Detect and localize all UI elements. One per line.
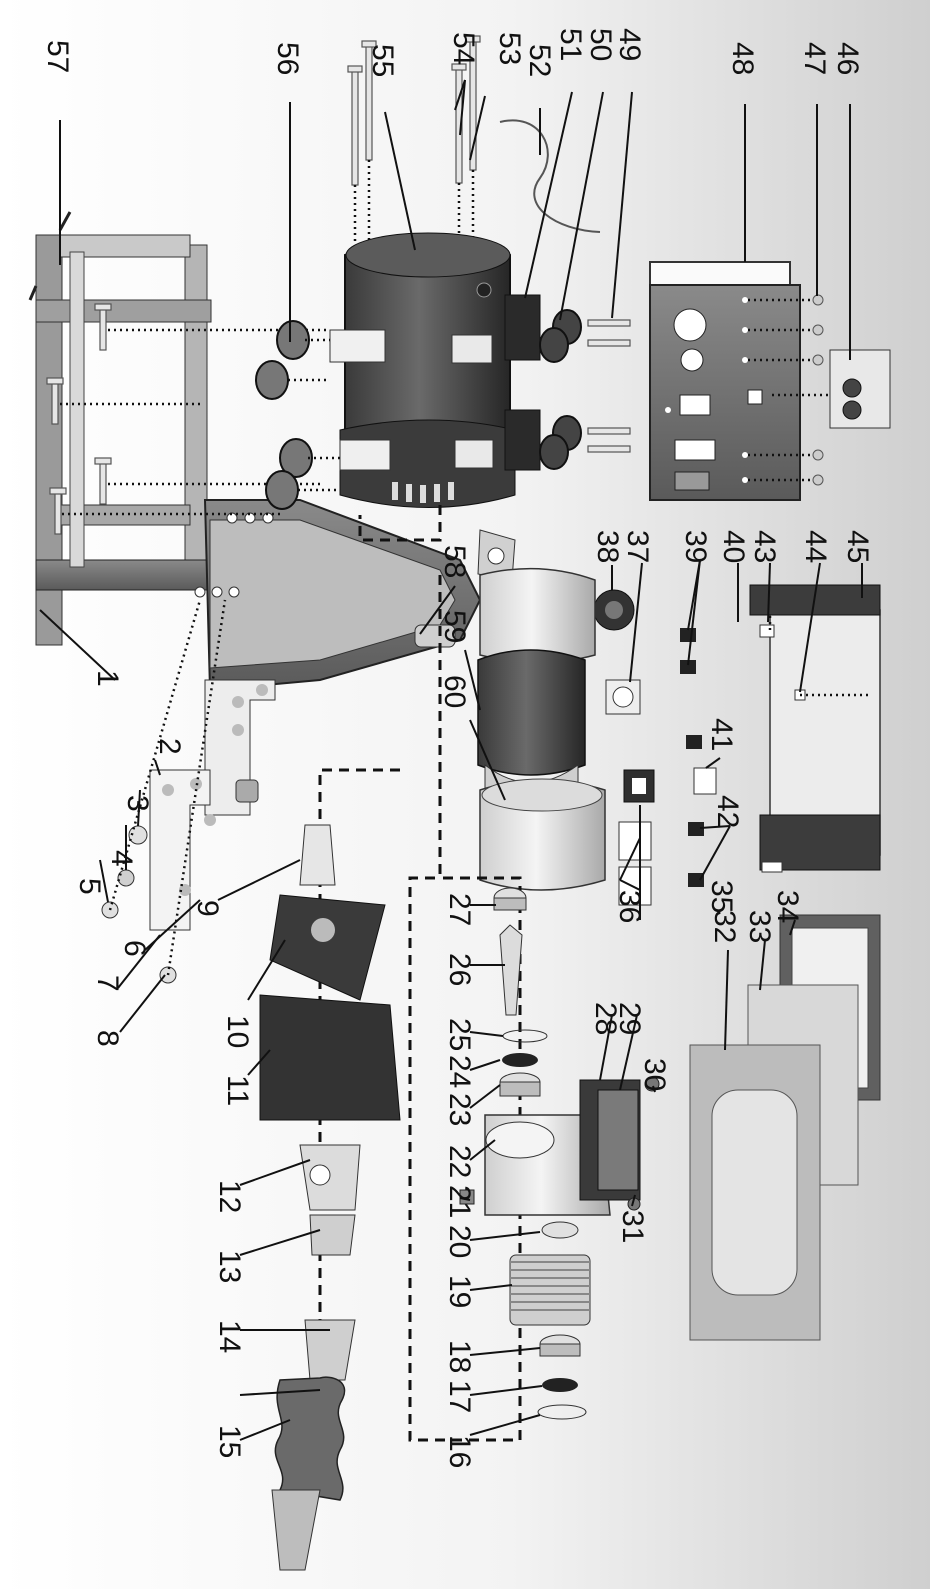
label-44: 44 (799, 530, 832, 563)
frame (28, 211, 516, 692)
alternator-parts (414, 567, 606, 891)
label-56: 56 (271, 42, 304, 75)
label-40: 40 (717, 530, 750, 563)
label-3: 3 (121, 795, 154, 812)
label-22: 22 (443, 1145, 476, 1178)
label-31: 31 (616, 1210, 649, 1243)
panel-components (593, 584, 881, 906)
label-53: 53 (493, 32, 526, 65)
label-33: 33 (743, 910, 776, 943)
label-58: 58 (438, 545, 471, 578)
label-12: 12 (213, 1180, 246, 1213)
label-46: 46 (831, 42, 864, 75)
label-45: 45 (841, 530, 874, 563)
label-35: 35 (705, 880, 738, 913)
label-47: 47 (798, 42, 831, 75)
mounting-brackets (329, 294, 541, 471)
gear-train (459, 887, 660, 1420)
assembly-dashed-line (358, 505, 522, 1442)
label-18: 18 (443, 1340, 476, 1373)
label-43: 43 (748, 530, 781, 563)
label-51: 51 (554, 28, 587, 61)
label-7: 7 (91, 975, 124, 992)
label-4: 4 (105, 850, 138, 867)
leader-lines (39, 79, 863, 1441)
label-6: 6 (118, 940, 151, 957)
linkage-parts (101, 599, 401, 1571)
label-19: 19 (443, 1275, 476, 1308)
label-16: 16 (443, 1435, 476, 1468)
label-49: 49 (613, 28, 646, 61)
label-36: 36 (613, 890, 646, 923)
label-13: 13 (213, 1250, 246, 1283)
label-15: 15 (213, 1425, 246, 1458)
label-60: 60 (438, 675, 471, 708)
label-32: 32 (708, 910, 741, 943)
label-57: 57 (41, 40, 74, 73)
control-panel (649, 261, 824, 501)
label-10: 10 (221, 1015, 254, 1048)
label-23: 23 (443, 1093, 476, 1126)
outlet-box (772, 349, 891, 429)
label-38: 38 (591, 530, 624, 563)
label-34: 34 (771, 890, 804, 923)
label-20: 20 (443, 1225, 476, 1258)
label-14: 14 (213, 1320, 246, 1353)
label-2: 2 (153, 738, 186, 755)
label-50: 50 (584, 28, 617, 61)
label-24: 24 (443, 1055, 476, 1088)
label-11: 11 (221, 1075, 254, 1106)
label-1: 1 (91, 670, 124, 687)
label-25: 25 (443, 1018, 476, 1051)
label-29: 29 (613, 1002, 646, 1035)
label-9: 9 (191, 900, 224, 917)
label-37: 37 (621, 530, 654, 563)
label-5: 5 (73, 878, 106, 895)
label-30: 30 (638, 1058, 671, 1091)
frame-bolts (46, 303, 330, 535)
label-8: 8 (91, 1030, 124, 1047)
label-28: 28 (589, 1002, 622, 1035)
wire (499, 119, 601, 233)
label-17: 17 (443, 1380, 476, 1413)
label-39: 39 (679, 530, 712, 563)
label-55: 55 (366, 44, 399, 77)
label-42: 42 (711, 795, 744, 828)
label-21: 21 (443, 1185, 476, 1218)
label-41: 41 (705, 718, 738, 751)
label-26: 26 (443, 953, 476, 986)
label-52: 52 (523, 44, 556, 77)
label-54: 54 (447, 32, 480, 65)
label-27: 27 (443, 893, 476, 926)
part-labels: 1 2 3 4 5 6 7 8 9 10 11 12 13 14 15 16 1… (41, 28, 874, 1468)
label-48: 48 (726, 42, 759, 75)
cover-panels (689, 914, 881, 1341)
panel-bolts (587, 319, 631, 453)
label-59: 59 (438, 610, 471, 643)
